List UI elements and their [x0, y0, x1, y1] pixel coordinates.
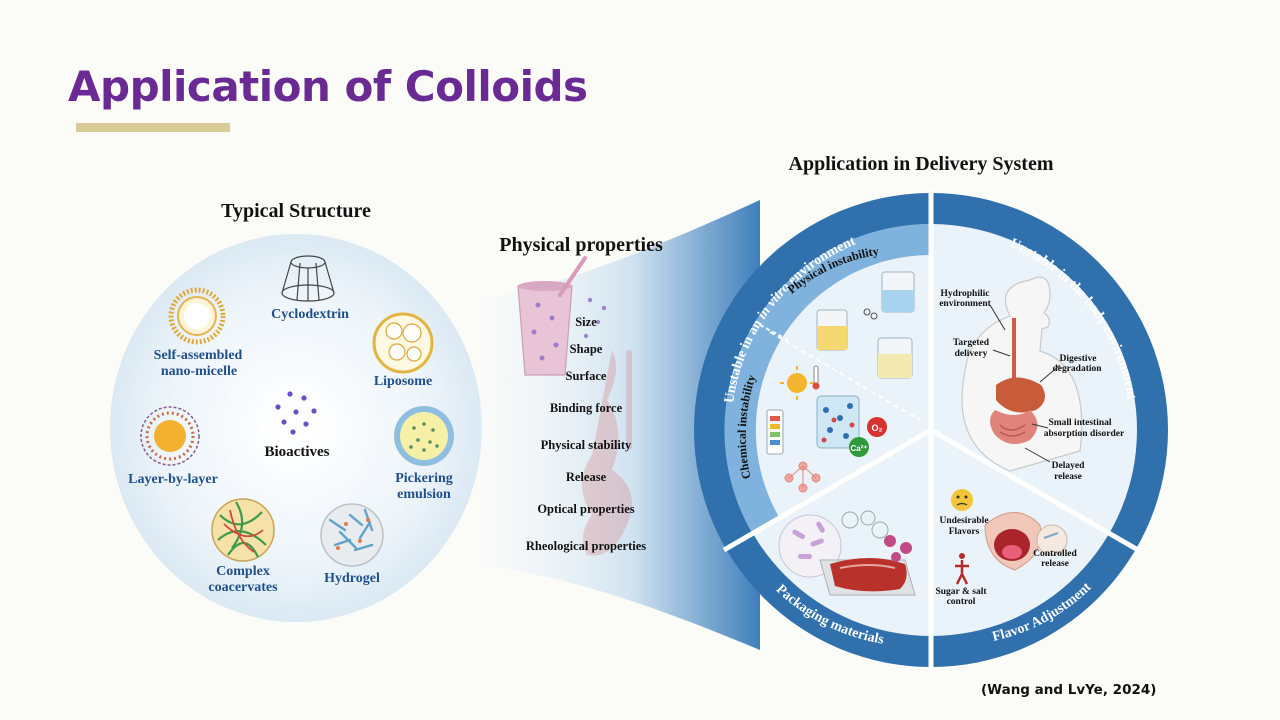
calcium-icon: Ca²⁺ — [849, 437, 869, 457]
hydrophilic-label-1: Hydrophilic — [941, 289, 990, 299]
beakers-icon — [816, 271, 915, 379]
cyclodextrin-label: Cyclodextrin — [271, 307, 349, 322]
flavor-labels: Undesirable Flavors Controlled release S… — [935, 516, 1077, 607]
calcium-label: Ca²⁺ — [850, 444, 867, 453]
pickering-label-line1: Pickering — [395, 471, 453, 486]
liposome-icon — [372, 312, 434, 374]
citation: (Wang and LvYe, 2024) — [981, 682, 1157, 698]
delayed-release-label-1: Delayed — [1052, 461, 1085, 471]
layer-by-layer-icon — [140, 406, 200, 466]
body-arrows — [989, 304, 1061, 463]
pickering-label-line2: emulsion — [397, 487, 451, 502]
digestive-tract-icon — [582, 350, 632, 556]
undesirable-label-2: Flavors — [949, 527, 980, 537]
delivery-system-heading: Application in Delivery System — [789, 153, 1054, 175]
undesirable-label-1: Undesirable — [939, 516, 988, 526]
sugar-salt-label-2: control — [947, 597, 976, 607]
pickering-emulsion-icon — [394, 406, 454, 466]
ph-strip-icon — [766, 409, 784, 455]
title-underline — [76, 123, 230, 132]
targeted-label-1: Targeted — [953, 338, 990, 348]
small-intestinal-label-1: Small intestinal — [1048, 418, 1111, 428]
segment-dividers — [722, 190, 1140, 670]
physical-properties-heading: Physical properties — [499, 234, 663, 256]
property-binding-force: Binding force — [550, 401, 623, 415]
body-labels: Hydrophilic environment Targeted deliver… — [939, 289, 1125, 482]
property-shape: Shape — [570, 342, 603, 356]
micelle-icon — [168, 287, 226, 345]
bioactive-dots-icon — [275, 391, 317, 435]
thermometer-icon — [812, 365, 820, 390]
packaging-icons — [778, 510, 916, 596]
hydrogel-icon — [320, 503, 384, 567]
typical-structure-heading: Typical Structure — [221, 200, 371, 222]
cyclodextrin-icon — [281, 255, 335, 302]
slide-title: Application of Colloids — [68, 62, 588, 111]
particle-beaker-icon — [816, 395, 860, 449]
coacervates-label-line2: coacervates — [208, 580, 278, 595]
sugar-salt-label-1: Sugar & salt — [935, 587, 987, 597]
typical-structure-panel: Typical Structure Bioactives Cyclodextri… — [110, 200, 482, 622]
drink-glass-icon — [517, 256, 607, 376]
sub-ring-divider — [759, 324, 789, 341]
oxygen-icon: O₂ — [867, 417, 887, 437]
property-physical-stability: Physical stability — [541, 438, 632, 452]
coacervate-icon — [211, 498, 275, 562]
controlled-label-2: release — [1041, 559, 1069, 569]
layer-by-layer-label: Layer-by-layer — [128, 472, 218, 487]
micelle-label-line2: nano-micelle — [161, 364, 237, 379]
oxygen-label: O₂ — [872, 423, 883, 433]
bioactives-label: Bioactives — [265, 444, 330, 460]
targeted-label-2: delivery — [955, 349, 988, 359]
property-surface: Surface — [566, 369, 607, 383]
person-icon — [955, 560, 969, 585]
bioactives-glow — [236, 368, 356, 488]
property-rheological: Rheological properties — [526, 539, 646, 553]
property-release: Release — [566, 470, 607, 484]
digestive-label-1: Digestive — [1060, 354, 1097, 364]
small-intestinal-label-2: absorption disorder — [1044, 429, 1125, 439]
flavor-icons — [951, 489, 1068, 585]
property-optical: Optical properties — [537, 502, 634, 516]
physical-properties-panel: Physical properties Size Shape Surface B… — [480, 200, 760, 650]
micelle-label-line1: Self-assembled — [154, 348, 243, 363]
in-vitro-internal-divider — [769, 331, 921, 421]
hydrogel-label: Hydrogel — [324, 571, 380, 586]
liposome-label: Liposome — [374, 374, 432, 389]
delayed-release-label-2: release — [1054, 472, 1082, 482]
human-body-icon — [961, 276, 1083, 472]
digestive-label-2: degradation — [1052, 364, 1102, 374]
sun-icon — [780, 366, 814, 400]
hydrophilic-label-2: environment — [939, 299, 991, 309]
property-size: Size — [575, 315, 597, 329]
instability-sub-ring — [724, 223, 931, 533]
delivery-system-panel: Application in Delivery System Unstable … — [694, 153, 1168, 670]
coacervates-label-line1: Complex — [216, 564, 270, 579]
controlled-label-1: Controlled — [1033, 549, 1077, 559]
molecule-icon — [784, 461, 821, 493]
